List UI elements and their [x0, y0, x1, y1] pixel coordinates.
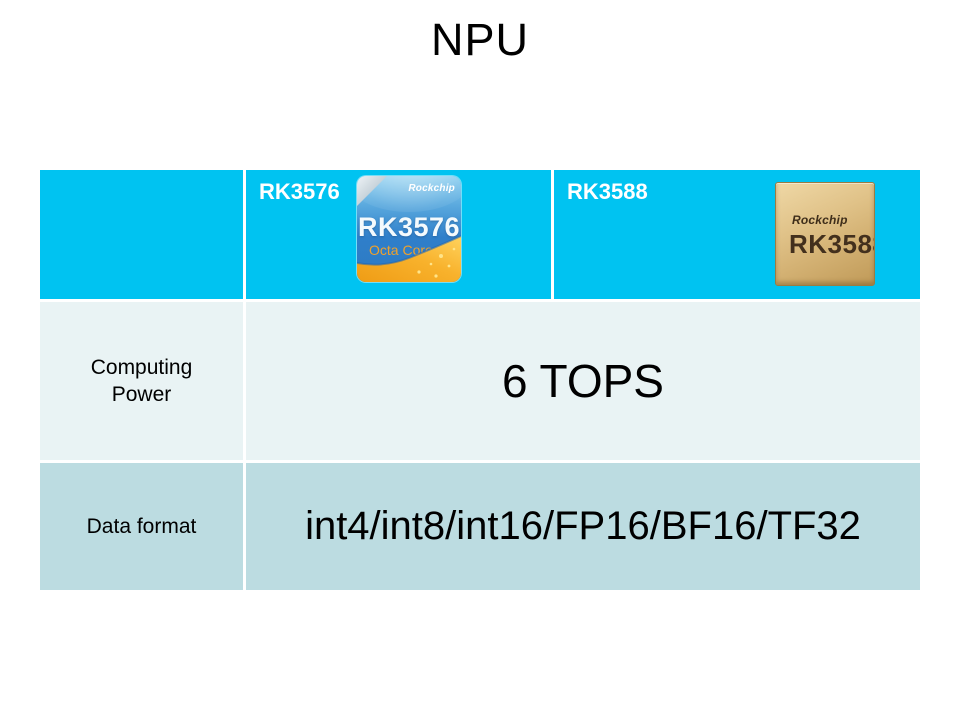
table-header-rk3576-cell: RK3576 Rockchip RK3576 Octa Core [246, 170, 551, 299]
page-title: NPU [430, 14, 529, 65]
chip-orange-wave-graphic [357, 235, 461, 282]
table-header-rk3588-cell: RK3588 Rockchip RK3588 [554, 170, 920, 299]
row-label-text: Computing Power [90, 355, 193, 406]
row-label-data-format: Data format [40, 463, 243, 590]
chip-name-label: RK3576 [357, 212, 461, 242]
chip-name-label: RK3588 [789, 229, 874, 259]
npu-comparison-table: RK3576 Rockchip RK3576 Octa Core [40, 170, 920, 590]
data-format-value: int4/int8/int16/FP16/BF16/TF32 [246, 463, 920, 590]
row-label-computing-power: Computing Power [40, 302, 243, 460]
rockchip-logo: Rockchip [408, 183, 455, 194]
rk3576-header-label: RK3576 [259, 179, 340, 204]
rk3576-chip-image: Rockchip RK3576 Octa Core [357, 176, 461, 282]
computing-power-value: 6 TOPS [246, 302, 920, 460]
rk3588-header-label: RK3588 [567, 179, 648, 204]
rockchip-logo: Rockchip [792, 213, 848, 227]
row-label-text: Data format [86, 514, 197, 538]
table-header-empty-cell [40, 170, 243, 299]
rk3588-chip-image: Rockchip RK3588 [775, 182, 875, 286]
